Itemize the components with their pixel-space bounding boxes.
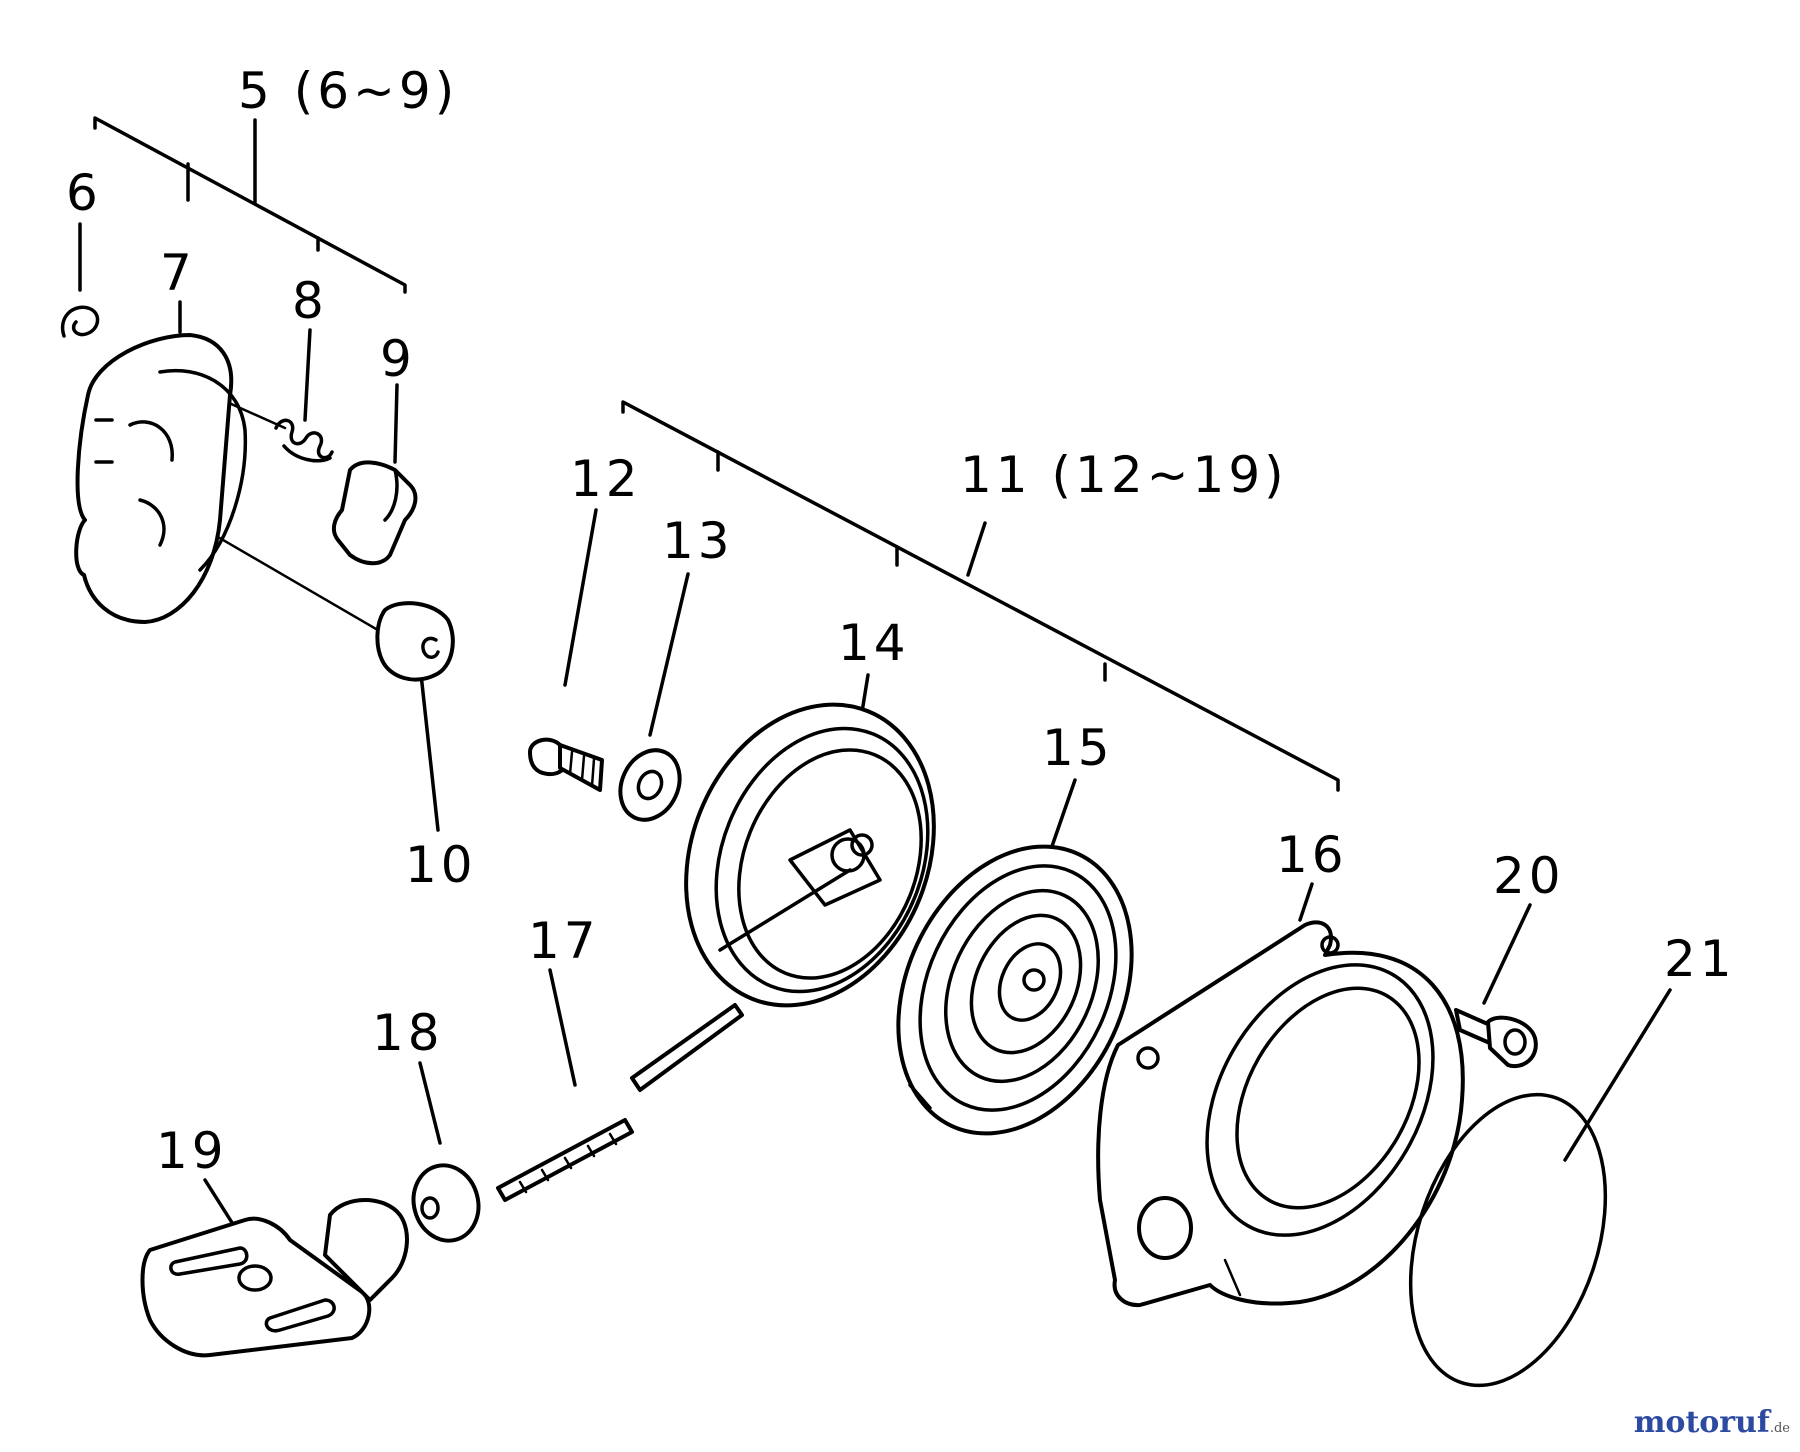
- part-label-17: 17: [528, 912, 600, 970]
- part-14-pulley: [684, 702, 936, 1008]
- part-label-7: 7: [160, 244, 196, 302]
- part-label-9: 9: [380, 330, 416, 388]
- watermark-logo: motoruf.de: [1633, 1405, 1790, 1440]
- part-13-washer: [618, 748, 682, 822]
- part-16-starter-case: [1096, 920, 1465, 1308]
- part-label-13: 13: [662, 512, 734, 570]
- group-label-5: 5 (6~9): [238, 62, 458, 120]
- part-label-6: 6: [66, 164, 102, 222]
- part-9-pawl: [331, 460, 418, 566]
- group-label-11: 11 (12~19): [960, 446, 1288, 504]
- part-label-14: 14: [838, 614, 910, 672]
- group-bracket-5: 5 (6~9): [93, 62, 458, 294]
- part-label-16: 16: [1276, 826, 1348, 884]
- part-21-o-ring: [1408, 1092, 1608, 1388]
- part-19-starter-handle: [140, 1198, 409, 1358]
- part-labels: 6 7 8 9 10 12 13 14 15 16 17 18 19 20 21: [66, 164, 1736, 1180]
- part-label-12: 12: [570, 450, 642, 508]
- part-label-18: 18: [372, 1004, 444, 1062]
- part-label-20: 20: [1493, 847, 1565, 905]
- part-18-rope-guide: [411, 1163, 481, 1243]
- part-10-nut: [375, 601, 455, 682]
- part-7-ratchet-cover: [74, 333, 248, 624]
- part-label-8: 8: [292, 272, 328, 330]
- part-20-bolt: [1454, 1008, 1538, 1069]
- part-12-screw: [528, 737, 604, 792]
- part-17-rope: [496, 1003, 744, 1202]
- part-15-spiral-spring: [896, 844, 1134, 1136]
- part-6-clip: [60, 305, 100, 338]
- part-label-21: 21: [1664, 930, 1736, 988]
- part-8-spring: [274, 418, 334, 463]
- part-label-19: 19: [156, 1122, 228, 1180]
- group-bracket-11: 11 (12~19): [621, 400, 1340, 792]
- part-label-10: 10: [405, 836, 477, 894]
- part-label-15: 15: [1042, 719, 1114, 777]
